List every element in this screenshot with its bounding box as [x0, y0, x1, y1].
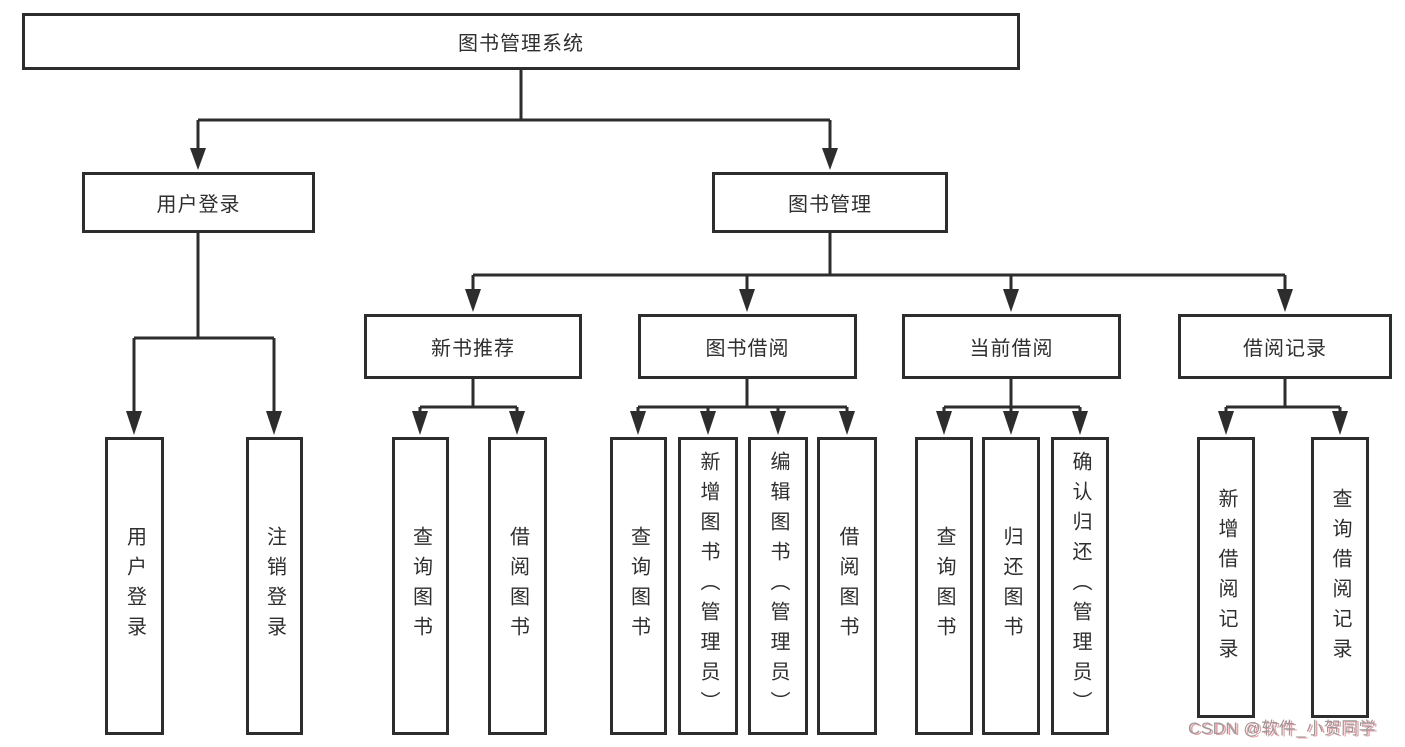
node-label: 用户登录: [123, 526, 146, 646]
node-label: 查询图书: [627, 526, 650, 646]
node-label: 查询图书: [409, 526, 432, 646]
node-book-management: 图书管理: [712, 172, 948, 233]
node-leaf-query-books-current: 查询图书: [915, 437, 973, 735]
node-book-borrow: 图书借阅: [638, 314, 857, 379]
node-new-book-recommend: 新书推荐: [364, 314, 582, 379]
node-label: 当前借阅: [969, 338, 1054, 360]
node-label: 新增图书（管理员）: [697, 451, 719, 721]
node-label: 图书借阅: [705, 338, 790, 360]
node-leaf-borrow-books-recommend: 借阅图书: [488, 437, 547, 735]
node-leaf-query-borrow-record: 查询借阅记录: [1311, 437, 1369, 718]
node-current-borrow: 当前借阅: [902, 314, 1121, 379]
node-borrow-records: 借阅记录: [1178, 314, 1392, 379]
node-leaf-confirm-return-admin: 确认归还（管理员）: [1051, 437, 1109, 735]
node-label: 新增借阅记录: [1215, 487, 1237, 668]
node-leaf-borrow-books: 借阅图书: [817, 437, 877, 735]
node-label: 借阅图书: [836, 526, 858, 646]
node-label: 查询图书: [933, 526, 955, 646]
node-leaf-logout: 注销登录: [246, 437, 303, 735]
node-label: 图书管理: [788, 194, 872, 216]
node-label: 确认归还（管理员）: [1069, 451, 1091, 721]
node-leaf-query-books-borrow: 查询图书: [610, 437, 667, 735]
node-library-management-system: 图书管理系统: [22, 13, 1020, 70]
node-user-login: 用户登录: [82, 172, 315, 233]
node-label: 借阅图书: [506, 526, 529, 646]
node-label: 查询借阅记录: [1329, 487, 1351, 668]
node-label: 图书管理系统: [458, 33, 584, 55]
node-leaf-query-books-recommend: 查询图书: [392, 437, 449, 735]
node-leaf-edit-book-admin: 编辑图书（管理员）: [748, 437, 808, 735]
node-label: 借阅记录: [1243, 338, 1327, 360]
watermark: CSDN @软件_小贺同学: [1188, 719, 1377, 738]
node-leaf-add-borrow-record: 新增借阅记录: [1197, 437, 1255, 718]
node-label: 归还图书: [1000, 526, 1022, 646]
node-leaf-user-login: 用户登录: [105, 437, 164, 735]
node-label: 新书推荐: [431, 338, 515, 360]
node-label: 注销登录: [263, 526, 286, 646]
node-label: 编辑图书（管理员）: [767, 451, 789, 721]
node-leaf-add-book-admin: 新增图书（管理员）: [678, 437, 738, 735]
node-leaf-return-books: 归还图书: [982, 437, 1040, 735]
node-label: 用户登录: [156, 194, 241, 216]
